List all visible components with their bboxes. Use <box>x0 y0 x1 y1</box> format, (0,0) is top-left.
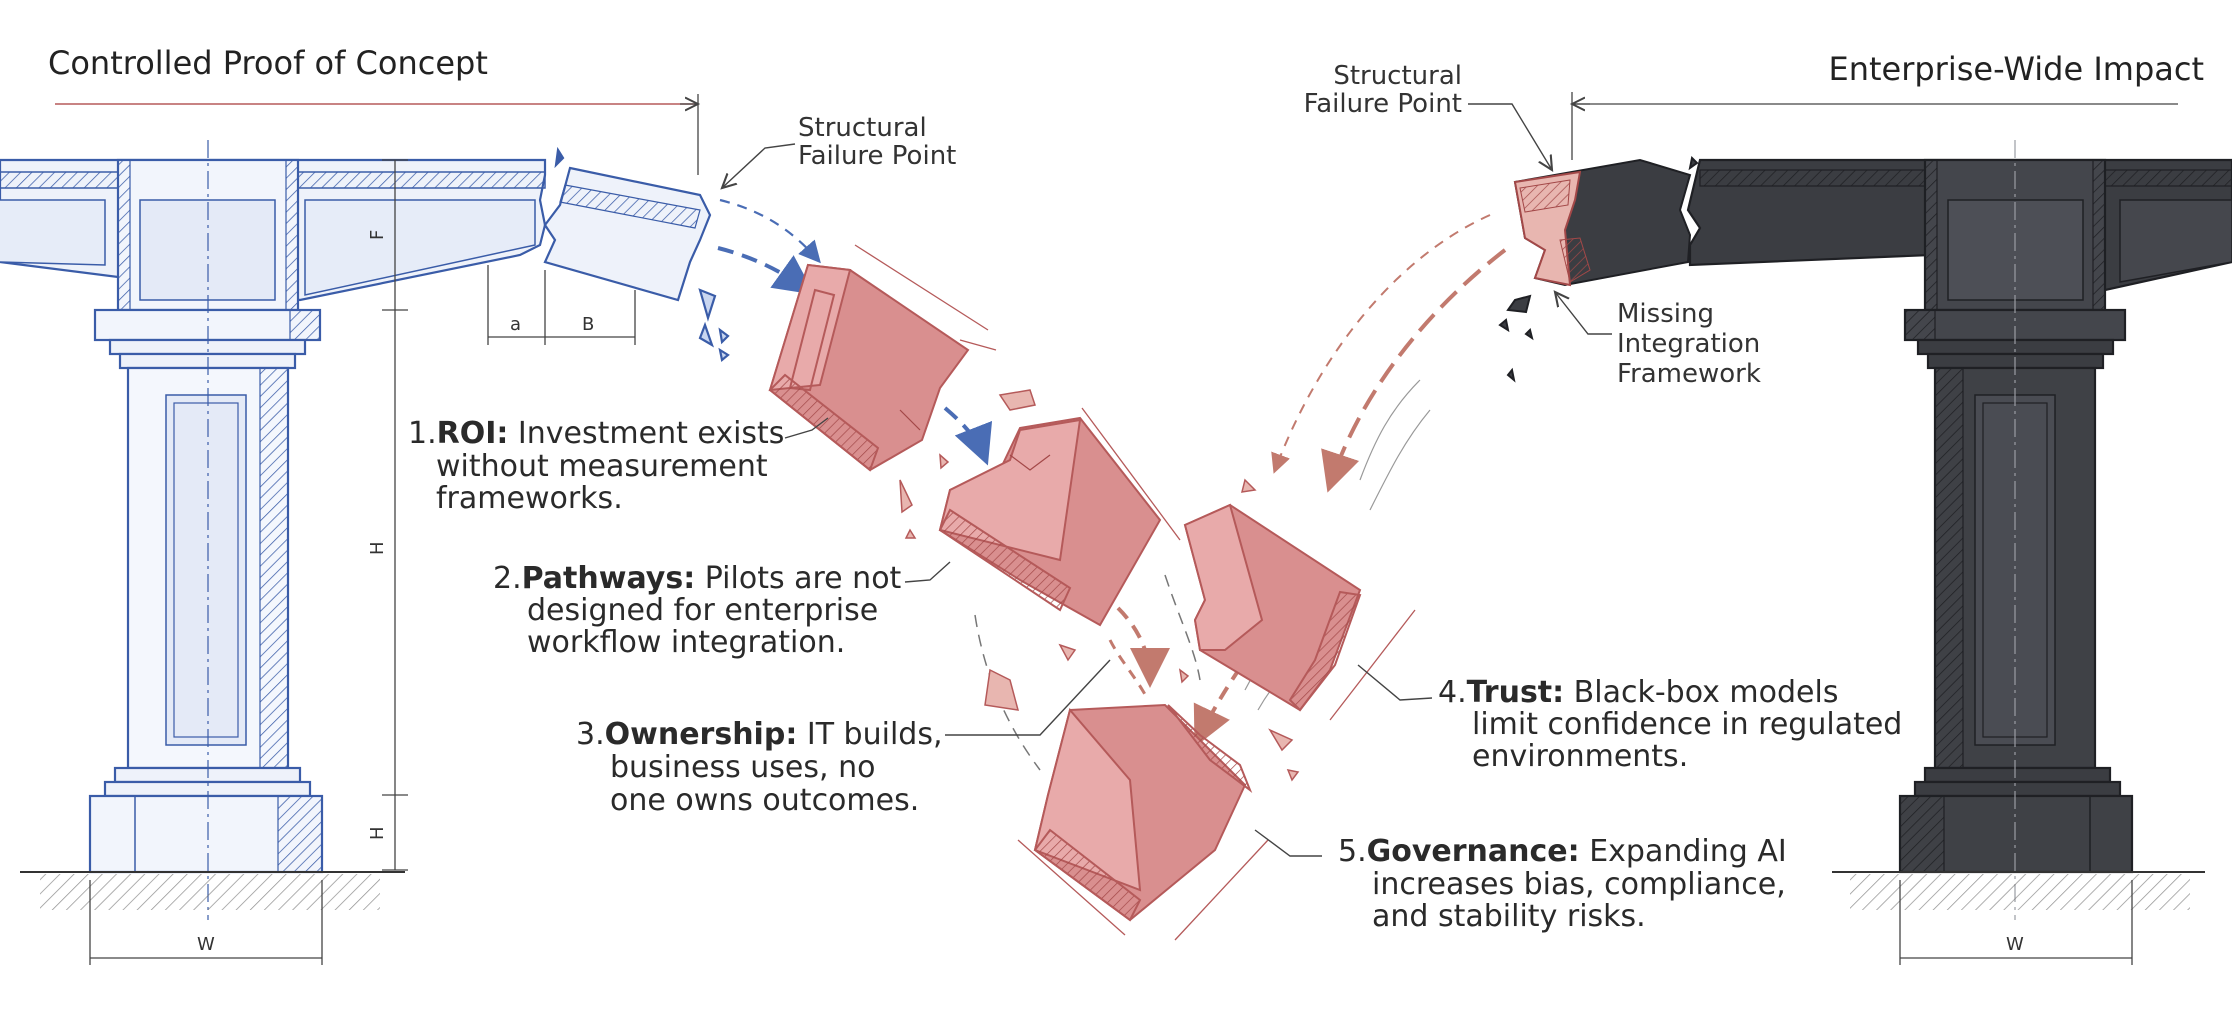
svg-text:4.Trust: Black-box models: 4.Trust: Black-box models <box>1438 675 1838 710</box>
svg-text:5.Governance: Expanding AI: 5.Governance: Expanding AI <box>1338 834 1787 869</box>
left-title: Controlled Proof of Concept <box>48 44 488 82</box>
item-roi-line-3: frameworks. <box>436 481 623 516</box>
right-callout-line-1: Structural <box>1333 61 1462 91</box>
item-pathways-line-2: designed for enterprise <box>527 593 878 628</box>
falling-block-2 <box>938 407 1181 627</box>
dark-ground <box>1832 871 2205 910</box>
dim-label-f: F <box>367 230 388 240</box>
missing-callout-line-3: Framework <box>1617 359 1761 389</box>
dim-label-h-base: H <box>367 826 388 840</box>
item-trust: 4.Trust: Black-box models limit confiden… <box>1438 675 1902 774</box>
debris-shards <box>899 389 1300 782</box>
falling-arrows <box>717 198 1507 771</box>
item-governance-line-1: Expanding AI <box>1580 834 1787 869</box>
item-trust-line-1: Black-box models <box>1564 675 1838 710</box>
item-governance-number: 5. <box>1338 834 1367 869</box>
item-ownership: 3.Ownership: IT builds, business uses, n… <box>576 717 943 818</box>
item-trust-line-3: environments. <box>1472 739 1688 774</box>
item-roi-line-2: without measurement <box>436 449 768 484</box>
dark-broken-fragment <box>1498 155 1699 383</box>
falling-block-4 <box>1017 703 1269 941</box>
item-trust-line-2: limit confidence in regulated <box>1472 707 1902 742</box>
item-trust-number: 4. <box>1438 675 1467 710</box>
right-failure-callout: Structural Failure Point <box>1304 61 1552 170</box>
item-trust-heading: Trust: <box>1467 675 1565 710</box>
item-roi-heading: ROI: <box>437 416 509 451</box>
item-governance-line-2: increases bias, compliance, <box>1372 867 1786 902</box>
dim-label-w-right: W <box>2006 934 2024 955</box>
falling-block-1 <box>768 244 997 472</box>
item-pathways-heading: Pathways: <box>522 561 696 596</box>
missing-callout-line-2: Integration <box>1617 329 1760 359</box>
item-ownership-line-3: one owns outcomes. <box>610 783 919 818</box>
item-roi-line-1: Investment exists <box>508 416 784 451</box>
left-callout-line-1: Structural <box>798 113 927 143</box>
item-roi-number: 1. <box>408 416 437 451</box>
svg-text:1.ROI: Investment exists: 1.ROI: Investment exists <box>408 416 784 451</box>
item-pathways-number: 2. <box>493 561 522 596</box>
left-callout-line-2: Failure Point <box>798 141 956 171</box>
falling-block-3 <box>1183 503 1416 721</box>
blueprint-structure <box>0 140 547 920</box>
item-pathways-line-1: Pilots are not <box>695 561 901 596</box>
missing-callout-line-1: Missing <box>1617 299 1714 329</box>
missing-integration-callout: Missing Integration Framework <box>1555 292 1761 389</box>
right-callout-line-2: Failure Point <box>1304 89 1462 119</box>
dim-label-h-main: H <box>367 541 388 555</box>
item-ownership-number: 3. <box>576 717 605 752</box>
item-pathways-line-3: workflow integration. <box>527 625 845 660</box>
item-governance: 5.Governance: Expanding AI increases bia… <box>1338 834 1787 934</box>
dim-label-b: B <box>582 314 594 335</box>
item-ownership-heading: Ownership: <box>605 717 798 752</box>
dark-dimensions <box>1899 880 2133 965</box>
blueprint-dimensions <box>89 159 636 965</box>
svg-text:3.Ownership: IT builds,: 3.Ownership: IT builds, <box>576 717 943 752</box>
numbered-items: 1.ROI: Investment exists without measure… <box>408 416 1902 934</box>
blueprint-ground <box>20 871 405 910</box>
item-roi: 1.ROI: Investment exists without measure… <box>408 416 784 516</box>
right-title: Enterprise-Wide Impact <box>1828 50 2204 88</box>
svg-text:2.Pathways: Pilots are not: 2.Pathways: Pilots are not <box>493 561 902 596</box>
dim-label-w-left: W <box>197 934 215 955</box>
item-ownership-line-1: IT builds, <box>797 717 942 752</box>
item-ownership-line-2: business uses, no <box>610 750 875 785</box>
blueprint-broken-fragment <box>543 146 730 363</box>
dim-label-a: a <box>510 314 521 335</box>
left-failure-callout: Structural Failure Point <box>722 113 956 188</box>
item-leader-lines <box>784 417 1433 857</box>
item-pathways: 2.Pathways: Pilots are not designed for … <box>493 561 902 660</box>
item-governance-heading: Governance: <box>1367 834 1580 869</box>
item-governance-line-3: and stability risks. <box>1372 899 1646 934</box>
dark-structure <box>1686 140 2232 920</box>
